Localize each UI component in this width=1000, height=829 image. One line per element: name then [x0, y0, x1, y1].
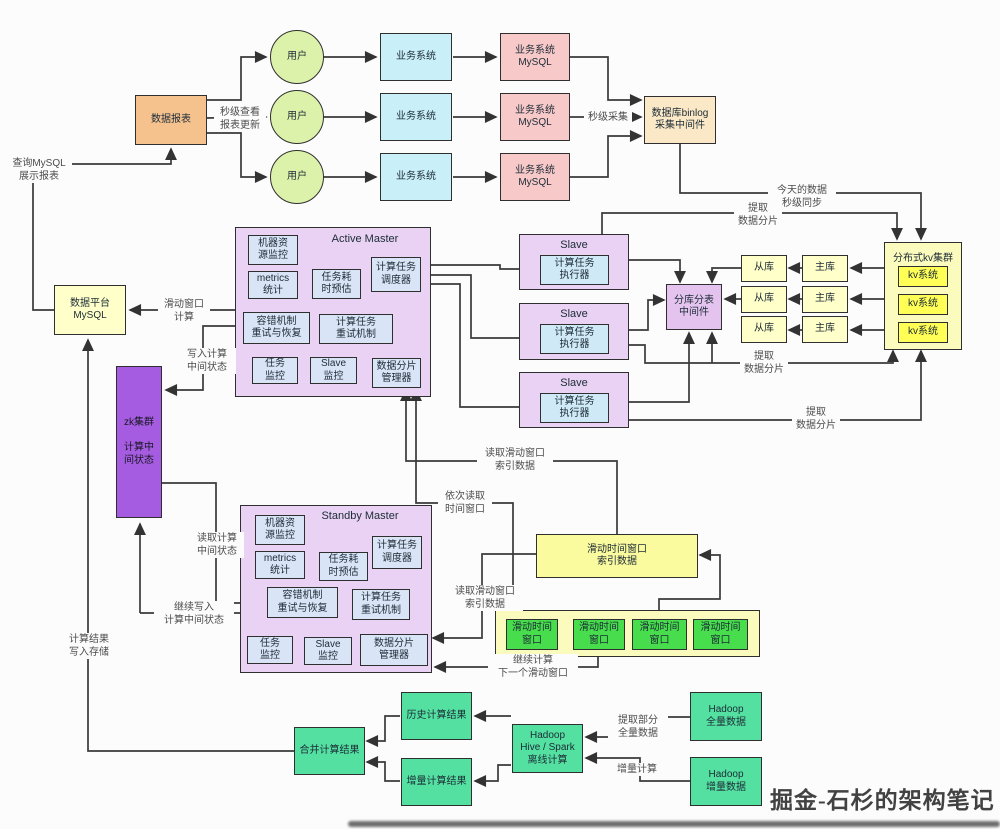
incr-result-box: 增量计算结果 [401, 758, 472, 806]
time-window-box: 滑动时间 窗口 [632, 619, 687, 650]
edge [421, 263, 539, 275]
hadoop-full-box: Hadoop 全量数据 [690, 692, 762, 741]
edge [473, 764, 511, 787]
sharding-middleware-box: 分库分表 中间件 [666, 284, 722, 330]
task-monitor-box: 任务 监控 [252, 357, 298, 384]
metrics-box: metrics 统计 [248, 271, 298, 299]
slave-node-title: Slave [560, 308, 588, 320]
zk-cluster-box: zk集群 计算中 间状态 [116, 366, 162, 518]
edge [629, 259, 686, 284]
edge [207, 51, 268, 101]
kv-cluster-title: 分布式kv集群 [893, 253, 953, 264]
edge [706, 267, 741, 284]
shard-manager-box: 数据分片 管理器 [360, 634, 428, 666]
business-mysql-box: 业务系统 MySQL [500, 153, 570, 201]
edge [365, 715, 400, 747]
task-estimate-box: 任务耗 时预估 [312, 269, 361, 299]
edge [421, 283, 539, 413]
history-result-box: 历史计算结果 [401, 692, 472, 740]
edge [629, 331, 695, 403]
task-retry-box: 计算任务 重试机制 [319, 314, 393, 344]
task-estimate-box: 任务耗 时预估 [319, 552, 368, 581]
edge [207, 132, 268, 183]
scheduler-box: 计算任务 调度器 [371, 257, 421, 292]
merge-result-box: 合并计算结果 [294, 727, 365, 775]
machine-monitor-box: 机器资 源监控 [255, 515, 305, 545]
data-report-box: 数据报表 [135, 95, 207, 145]
task-retry-box: 计算任务 重试机制 [352, 589, 410, 620]
edge [658, 549, 721, 611]
edge [365, 756, 400, 782]
business-mysql-box: 业务系统 MySQL [500, 93, 570, 141]
edge-label-incr-calc: 增量计算 [608, 763, 666, 776]
fault-tolerance-box: 容错机制 重试与恢复 [243, 312, 310, 344]
edge [629, 349, 927, 421]
master-db-box: 主库 [802, 316, 848, 343]
edge-label-query-mysql: 查询MySQL 展示报表 [6, 157, 72, 183]
edge-label-read-window-idx-low: 读取滑动窗口 索引数据 [447, 585, 523, 611]
time-window-box: 滑动时间 窗口 [506, 619, 558, 650]
watermark-text: 掘金-石杉的架构笔记 [770, 788, 995, 813]
scheduler-box: 计算任务 调度器 [372, 536, 422, 569]
edge-label-read-window-idx-top: 读取滑动窗口 索引数据 [477, 447, 553, 473]
kv-system-box: kv系统 [898, 266, 948, 287]
edge-label-write-state: 写入计算 中间状态 [178, 348, 236, 374]
binlog-middleware-box: 数据库binlog 采集中间件 [644, 96, 716, 144]
user-circle: 用户 [270, 150, 324, 204]
edge-label-extract-shard-low: 提取 数据分片 [792, 406, 840, 432]
slave-node-title: Slave [560, 239, 588, 251]
slave-db-box: 从库 [741, 316, 787, 343]
master-db-box: 主库 [802, 286, 848, 313]
hadoop-incr-box: Hadoop 增量数据 [690, 757, 762, 806]
edge-label-extract-shard-top: 提取 数据分片 [734, 202, 782, 228]
slave-db-box: 从库 [741, 286, 787, 313]
user-circle: 用户 [270, 90, 324, 144]
business-system-box: 业务系统 [380, 153, 452, 201]
edge-label-report-update: 秒级查看 报表更新 [214, 106, 266, 132]
executor-box: 计算任务 执行器 [540, 324, 609, 354]
executor-box: 计算任务 执行器 [540, 393, 609, 423]
metrics-box: metrics 统计 [255, 551, 305, 579]
slave-db-box: 从库 [741, 255, 787, 282]
executor-box: 计算任务 执行器 [540, 255, 609, 285]
fault-tolerance-box: 容错机制 重试与恢复 [267, 587, 338, 618]
business-mysql-box: 业务系统 MySQL [500, 33, 570, 81]
data-platform-mysql-box: 数据平台 MySQL [54, 285, 126, 335]
window-index-box: 滑动时间窗口 索引数据 [536, 534, 698, 578]
edge-label-sec-collect: 秒级采集 [584, 111, 632, 124]
edge [570, 56, 643, 106]
edge-label-read-seq: 依次读取 时间窗口 [438, 490, 492, 516]
master-db-box: 主库 [802, 255, 848, 282]
business-system-box: 业务系统 [380, 93, 452, 141]
kv-system-box: kv系统 [898, 294, 948, 315]
time-window-box: 滑动时间 窗口 [573, 619, 625, 650]
edge-label-extract-partial: 提取部分 全量数据 [608, 714, 668, 740]
business-system-box: 业务系统 [380, 33, 452, 81]
bottom-gray-band [348, 821, 1000, 827]
edge [421, 274, 539, 344]
task-monitor-box: 任务 监控 [247, 636, 293, 664]
edge-label-write-storage: 计算结果 写入存储 [60, 633, 118, 659]
active-master-title: Active Master [331, 233, 399, 245]
edge [570, 130, 643, 178]
slave-monitor-box: Slave 监控 [310, 357, 357, 384]
user-circle: 用户 [270, 30, 324, 84]
edge-label-extract-shard-mid: 提取 数据分片 [740, 350, 788, 376]
kv-system-box: kv系统 [898, 322, 948, 343]
edge [629, 294, 666, 331]
edge-label-window-calc: 滑动窗口 计算 [158, 298, 210, 324]
standby-master-title: Standby Master [321, 510, 399, 522]
edge-label-read-state: 读取计算 中间状态 [190, 532, 244, 558]
time-window-box: 滑动时间 窗口 [693, 619, 748, 650]
edge [82, 338, 294, 752]
edge [629, 344, 899, 364]
slave-monitor-box: Slave 监控 [304, 637, 352, 665]
machine-monitor-box: 机器资 源监控 [248, 235, 298, 265]
edge-label-continue-calc: 继续计算 下一个滑动窗口 [488, 654, 578, 680]
shard-manager-box: 数据分片 管理器 [372, 358, 421, 388]
hive-spark-box: Hadoop Hive / Spark 离线计算 [512, 724, 583, 773]
slave-node-title: Slave [560, 377, 588, 389]
edge-label-continue-write: 继续写入 计算中间状态 [154, 601, 234, 627]
